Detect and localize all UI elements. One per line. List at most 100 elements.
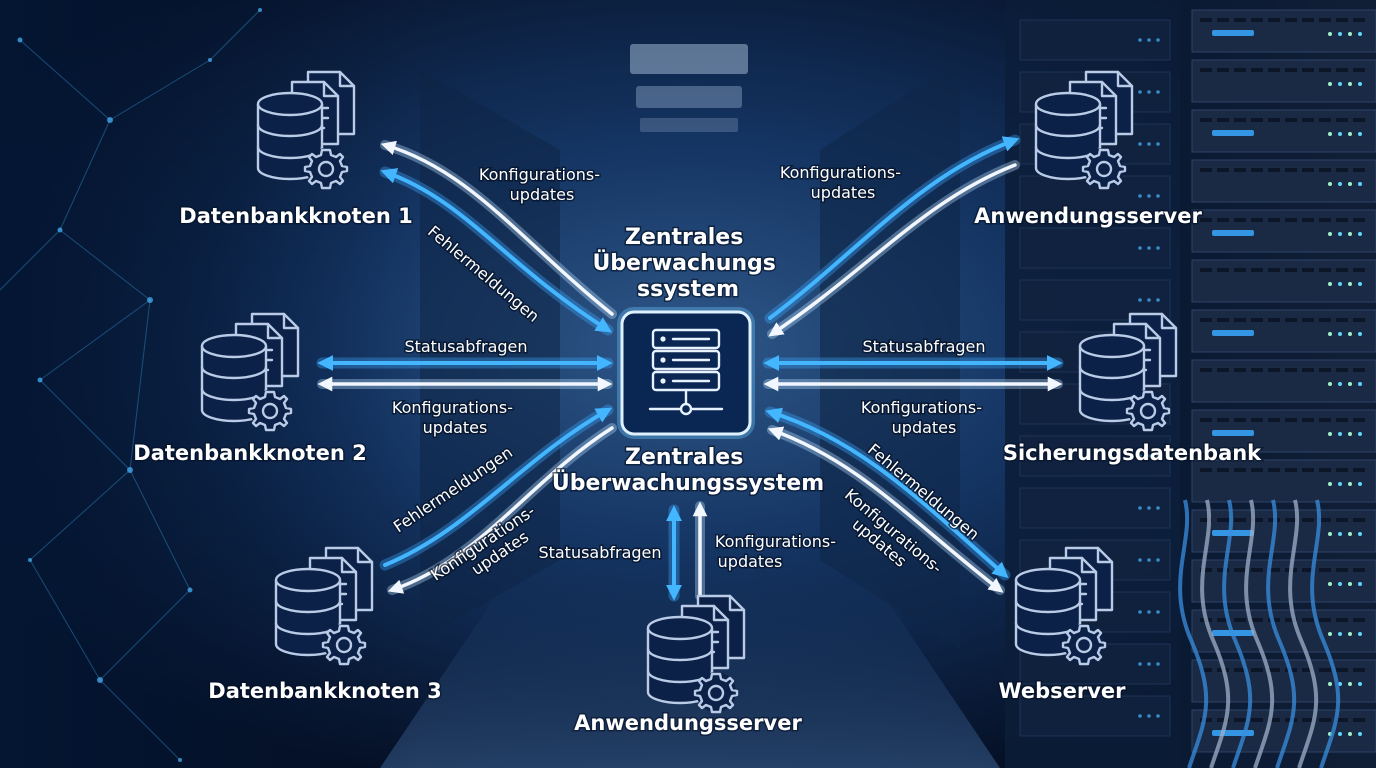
rack-led — [1328, 432, 1332, 436]
rack-led — [1328, 332, 1332, 336]
rack-led — [1147, 454, 1151, 458]
rack-led — [1358, 182, 1362, 186]
rack-led — [1358, 432, 1362, 436]
rack-led — [1138, 298, 1142, 302]
rack-vent — [1285, 368, 1297, 372]
rack-led — [1358, 32, 1362, 36]
rack-vent — [1353, 518, 1365, 522]
rack-vent — [1302, 568, 1314, 572]
rack-led — [1156, 610, 1160, 614]
rack-vent — [1302, 168, 1314, 172]
rack-vent — [1268, 568, 1280, 572]
rack-vent — [1268, 18, 1280, 22]
rack-led — [1328, 682, 1332, 686]
rack-vent — [1200, 168, 1212, 172]
label-app-top-config: Konfigurations- updates — [780, 163, 906, 202]
rack-vent — [1268, 318, 1280, 322]
rack-vent — [1200, 118, 1212, 122]
rack-vent — [1234, 218, 1246, 222]
rack-led — [1348, 332, 1352, 336]
network-cable — [1310, 499, 1341, 768]
rack-vent — [1336, 268, 1348, 272]
label-line: Konfigurations- — [392, 398, 513, 417]
rack-vent — [1336, 218, 1348, 222]
label-line: Konfigurations- — [715, 532, 836, 551]
rack-led — [1338, 532, 1342, 536]
rack-vent — [1217, 718, 1229, 722]
rack-led — [1358, 382, 1362, 386]
rack-vent — [1353, 268, 1365, 272]
rack-unit — [1019, 435, 1171, 477]
rack-vent — [1251, 518, 1263, 522]
node-label: Anwendungsserver — [974, 204, 1202, 228]
rack-unit — [1019, 487, 1171, 529]
rack-vent — [1353, 218, 1365, 222]
rack-vent — [1336, 318, 1348, 322]
rack-vent — [1285, 618, 1297, 622]
rack-vent — [1251, 568, 1263, 572]
rack-vent — [1336, 118, 1348, 122]
rack-vent — [1234, 18, 1246, 22]
rack-vent — [1319, 618, 1331, 622]
rack-unit — [1019, 695, 1171, 737]
rack-vent — [1217, 518, 1229, 522]
rack-vent — [1302, 418, 1314, 422]
rack-vent — [1200, 668, 1212, 672]
rack-vent — [1234, 118, 1246, 122]
label-line: updates — [811, 183, 876, 202]
node-label: Sicherungsdatenbank — [1003, 441, 1262, 465]
rack-vent — [1319, 368, 1331, 372]
label-line: Konfigurations- — [479, 165, 600, 184]
node-app-top: Anwendungsserver — [973, 70, 1204, 230]
rack-led — [1147, 38, 1151, 42]
rack-led — [1358, 82, 1362, 86]
rack-vent — [1251, 668, 1263, 672]
hub-title-line: Überwachungs — [592, 250, 775, 276]
rack-led — [1138, 506, 1142, 510]
rack-vent — [1319, 18, 1331, 22]
rack-vent — [1217, 68, 1229, 72]
rack-vent — [1200, 68, 1212, 72]
database-document-gear-icon — [1078, 312, 1178, 432]
rack-led — [1156, 714, 1160, 718]
database-document-gear-icon — [1034, 70, 1134, 190]
rack-led — [1138, 610, 1142, 614]
rack-led — [1358, 482, 1362, 486]
rack-vent — [1217, 618, 1229, 622]
label-line: Konfigurations- — [861, 398, 982, 417]
rack-led — [1338, 582, 1342, 586]
rack-led — [1156, 298, 1160, 302]
rack-unit — [1191, 459, 1376, 503]
rack-led — [1328, 582, 1332, 586]
rack-led — [1338, 32, 1342, 36]
rack-led — [1156, 142, 1160, 146]
rack-vent — [1251, 718, 1263, 722]
hub-subtitle-line: Überwachungssystem — [552, 470, 824, 496]
server-rack — [1019, 9, 1376, 768]
rack-vent — [1302, 68, 1314, 72]
rack-vent — [1285, 268, 1297, 272]
rack-led — [1348, 682, 1352, 686]
hub-title-line: ssystem — [637, 277, 739, 302]
rack-vent — [1336, 18, 1348, 22]
rack-vent — [1353, 468, 1365, 472]
rack-vent — [1319, 268, 1331, 272]
rack-led — [1328, 132, 1332, 136]
rack-unit — [1019, 19, 1171, 61]
rack-led — [1147, 194, 1151, 198]
rack-vent — [1285, 218, 1297, 222]
label-backup-config: Konfigurations- updates — [861, 398, 987, 437]
rack-led — [1156, 90, 1160, 94]
rack-led — [1138, 246, 1142, 250]
network-cable — [1200, 499, 1231, 768]
arrow-db3-config — [387, 426, 614, 594]
rack-led-bar — [1212, 530, 1254, 536]
node-backup: Sicherungsdatenbank — [1001, 312, 1264, 467]
node-label: Datenbankknoten 3 — [208, 679, 441, 703]
rack-vent — [1319, 568, 1331, 572]
rack-led — [1348, 32, 1352, 36]
rack-vent — [1234, 718, 1246, 722]
rack-vent — [1353, 118, 1365, 122]
rack-vent — [1319, 468, 1331, 472]
